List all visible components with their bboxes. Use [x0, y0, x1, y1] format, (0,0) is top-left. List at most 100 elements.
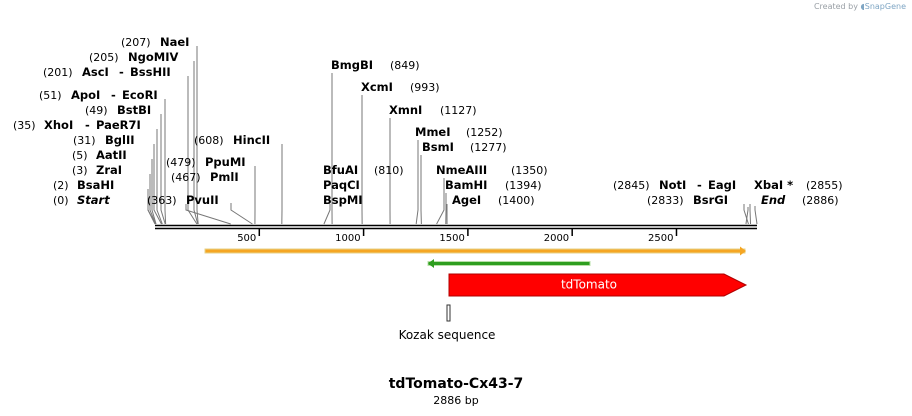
cut-site-leader — [415, 140, 419, 225]
site-name[interactable]: BsmI — [422, 140, 454, 154]
site-pos[interactable]: (2855) — [806, 179, 843, 192]
orange-feature[interactable] — [204, 246, 746, 256]
site-pos[interactable]: (35) — [13, 119, 36, 132]
site-pos[interactable]: (1400) — [498, 194, 535, 207]
site-name[interactable]: EagI — [708, 178, 736, 192]
site-separator: - — [697, 178, 702, 192]
site-pos[interactable]: (2845) — [613, 179, 650, 192]
cut-site-leader — [745, 207, 749, 225]
site-name[interactable]: BfuAI — [323, 163, 358, 177]
credit-brand: SnapGene — [864, 2, 906, 11]
site-pos[interactable]: (49) — [85, 104, 108, 117]
cut-site-leader — [323, 204, 331, 225]
site-name[interactable]: PvuII — [186, 193, 219, 207]
cut-site-leader — [754, 206, 758, 225]
site-pos[interactable]: (363) — [147, 194, 177, 207]
cut-site-leader — [156, 129, 163, 225]
snapgene-credit: Created by ◖SnapGene — [814, 2, 906, 11]
site-pos[interactable]: (31) — [73, 134, 96, 147]
sequence-backbone — [155, 224, 757, 230]
site-name[interactable]: BsrGI — [693, 193, 728, 207]
cut-site-leader — [187, 76, 198, 225]
cut-site-leader — [153, 144, 162, 225]
site-name[interactable]: BsaHI — [77, 178, 114, 192]
site-pos[interactable]: (2833) — [647, 194, 684, 207]
site-name[interactable]: PmlI — [210, 170, 239, 184]
cut-site-leader — [749, 204, 752, 225]
site-pos[interactable]: (993) — [410, 81, 440, 94]
site-pos[interactable]: (5) — [72, 149, 88, 162]
site-pos[interactable]: (1277) — [470, 141, 507, 154]
kozak-feature[interactable]: Kozak sequence — [399, 304, 496, 342]
cut-site-leader — [193, 61, 199, 225]
cut-site-leader — [196, 46, 199, 225]
site-name[interactable]: PaqCI — [323, 178, 360, 192]
site-pos[interactable]: (1350) — [511, 164, 548, 177]
site-name[interactable]: BssHII — [130, 65, 171, 79]
site-name[interactable]: ZraI — [96, 163, 122, 177]
site-separator: - — [119, 65, 124, 79]
cut-site-leader — [185, 204, 231, 225]
kozak-label: Kozak sequence — [399, 328, 496, 342]
cut-site-leader — [147, 203, 156, 225]
site-pos[interactable]: (810) — [374, 164, 404, 177]
site-name[interactable]: End — [761, 193, 786, 207]
credit-prefix: Created by — [813, 2, 858, 11]
site-pos[interactable]: (0) — [53, 194, 69, 207]
site-name[interactable]: XmnI — [389, 103, 422, 117]
site-name[interactable]: BspMI — [323, 193, 363, 207]
site-name[interactable]: BamHI — [445, 178, 487, 192]
site-pos[interactable]: (205) — [89, 51, 119, 64]
site-name[interactable]: AatII — [96, 148, 127, 162]
site-pos[interactable]: (2886) — [802, 194, 839, 207]
plasmid-length: 2886 bp — [433, 394, 479, 407]
site-name[interactable]: NmeAIII — [436, 163, 487, 177]
site-pos[interactable]: (467) — [171, 171, 201, 184]
site-name[interactable]: PaeR7I — [96, 118, 141, 132]
site-name[interactable]: ApoI — [71, 88, 100, 102]
features: tdTomato Kozak sequence — [204, 246, 748, 342]
site-pos[interactable]: (1252) — [466, 126, 503, 139]
site-separator: - — [111, 88, 116, 102]
site-pos[interactable]: (3) — [72, 164, 88, 177]
cut-site-leader — [164, 99, 167, 225]
site-name[interactable]: NotI — [659, 178, 686, 192]
ruler-tick-label: 2500 — [648, 233, 673, 244]
site-name[interactable]: BmgBI — [331, 58, 373, 72]
site-pos[interactable]: (479) — [166, 156, 196, 169]
site-name[interactable]: BstBI — [117, 103, 151, 117]
site-pos[interactable]: (1127) — [440, 104, 477, 117]
site-name[interactable]: XbaI * — [754, 178, 793, 192]
site-name[interactable]: BglII — [105, 133, 135, 147]
site-pos[interactable]: (608) — [194, 134, 224, 147]
site-pos[interactable]: (1394) — [505, 179, 542, 192]
ruler-tick-label: 1500 — [439, 233, 464, 244]
site-name[interactable]: NgoMIV — [128, 50, 178, 64]
cut-site-leader — [149, 174, 157, 225]
ruler-tick-label: 1000 — [335, 233, 360, 244]
site-name[interactable]: AscI — [82, 65, 109, 79]
cut-site-labels: (207) NaeI (205) NgoMIV (201) AscI - Bss… — [13, 35, 843, 207]
site-name[interactable]: MmeI — [415, 125, 451, 139]
cut-site-leader — [160, 114, 166, 225]
site-name[interactable]: XcmI — [361, 80, 393, 94]
site-name[interactable]: XhoI — [44, 118, 73, 132]
site-name[interactable]: AgeI — [452, 193, 481, 207]
site-name[interactable]: HincII — [233, 133, 270, 147]
site-pos[interactable]: (201) — [43, 66, 73, 79]
site-separator: - — [85, 118, 90, 132]
green-feature[interactable] — [427, 259, 591, 268]
plasmid-title: tdTomato-Cx43-7 — [388, 376, 524, 392]
site-name[interactable]: EcoRI — [122, 88, 158, 102]
tdtomato-feature[interactable]: tdTomato — [448, 273, 748, 297]
ruler-tick-label: 500 — [237, 233, 256, 244]
site-name[interactable]: Start — [77, 193, 110, 207]
site-pos[interactable]: (849) — [390, 59, 420, 72]
site-name[interactable]: PpuMI — [205, 155, 246, 169]
site-pos[interactable]: (207) — [121, 36, 151, 49]
site-name[interactable]: NaeI — [160, 35, 189, 49]
site-pos[interactable]: (2) — [53, 179, 69, 192]
site-pos[interactable]: (51) — [39, 89, 62, 102]
